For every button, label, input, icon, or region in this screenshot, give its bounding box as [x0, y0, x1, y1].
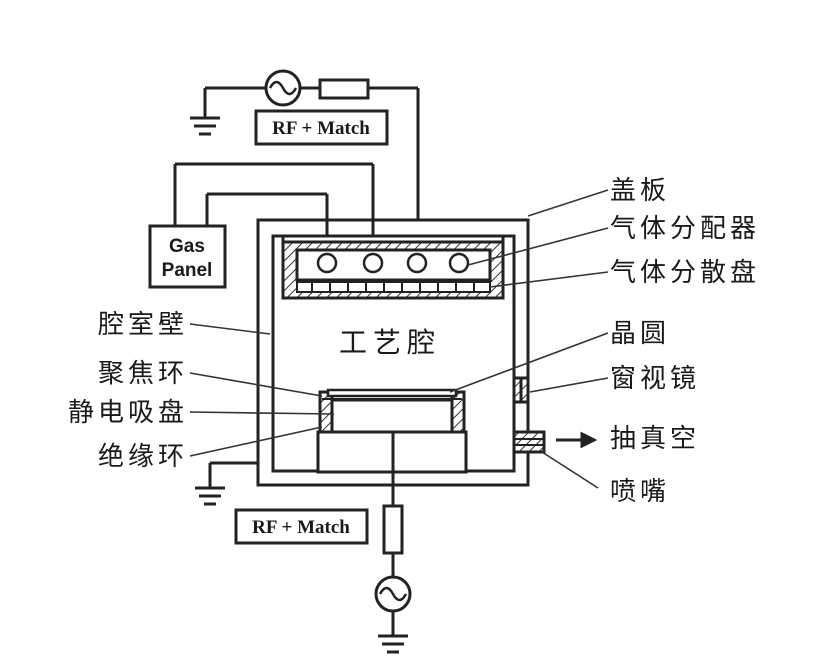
showerhead [281, 234, 505, 300]
label-gas-diffuser: 气体分散盘 [610, 258, 760, 288]
resistor-icon [318, 78, 370, 100]
resistor-icon [382, 504, 404, 555]
leader-lines [189, 189, 609, 489]
ground-icon [190, 116, 220, 136]
sine-wave-icon [378, 586, 408, 602]
sine-wave-icon [268, 80, 298, 96]
label-insulator-ring: 绝缘环 [98, 442, 188, 472]
rf-match-bottom-label: RF + Match [252, 517, 350, 538]
gas-panel-label-line2: Panel [162, 260, 213, 281]
rf-match-top-label: RF + Match [272, 118, 370, 139]
vacuum-arrow-icon [556, 431, 598, 449]
bottom-rf-source [374, 432, 412, 654]
label-viewport: 窗视镜 [610, 364, 700, 394]
label-lid: 盖板 [610, 176, 670, 206]
gas-outlets [316, 252, 470, 274]
wafer [326, 388, 458, 398]
label-nozzle: 喷嘴 [610, 477, 670, 507]
label-wafer: 晶圆 [610, 319, 670, 349]
ground-icon [378, 634, 408, 654]
gas-panel-label-line1: Gas [169, 236, 205, 257]
chamber-label: 工艺腔 [339, 326, 441, 359]
top-rf-source [190, 69, 420, 220]
label-chamber-wall: 腔室壁 [98, 310, 188, 340]
label-vacuum: 抽真空 [610, 424, 700, 454]
vacuum-port [512, 430, 546, 454]
label-esc: 静电吸盘 [68, 398, 188, 428]
electrostatic-chuck [330, 398, 454, 434]
diffuser-holes [311, 282, 475, 292]
viewport-window [512, 376, 530, 404]
gas-diffuser-plate [296, 281, 491, 293]
rf-match-box-bottom [234, 508, 369, 545]
label-focus-ring: 聚焦环 [98, 359, 188, 389]
label-gas-distributor: 气体分配器 [610, 214, 760, 244]
rf-match-box-top [254, 109, 389, 146]
gas-lines [173, 162, 375, 262]
gas-panel-box [148, 224, 227, 289]
chamber-ground [195, 461, 258, 506]
